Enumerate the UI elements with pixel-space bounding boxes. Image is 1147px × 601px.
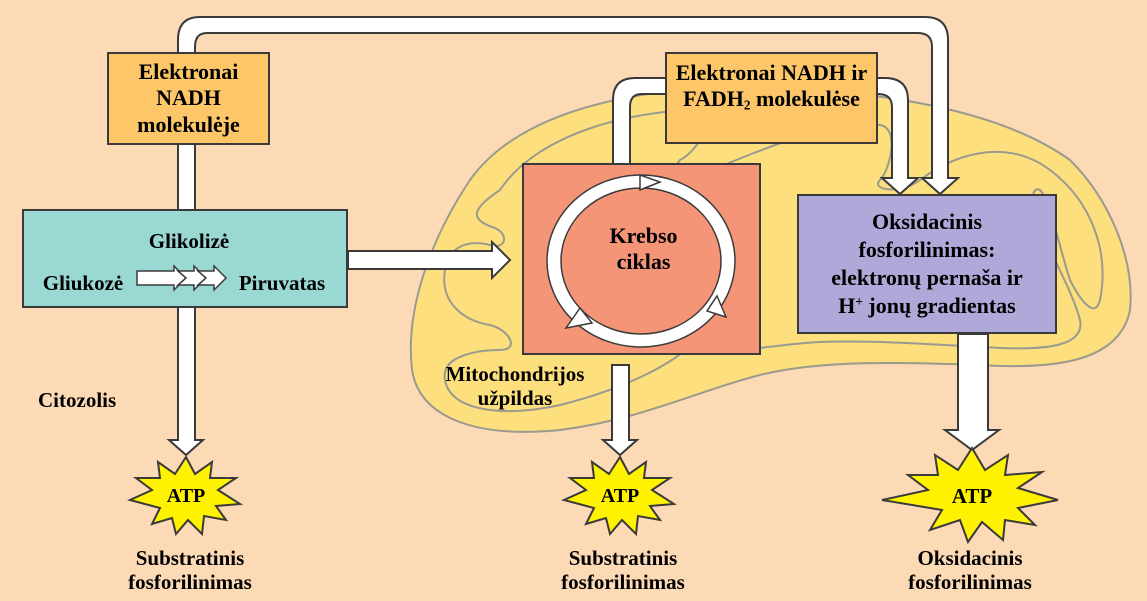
krebs-label: Krebso ciklas (609, 223, 678, 275)
oxphos-box: Oksidacinis fosforilinimas: elektronų pe… (797, 194, 1057, 334)
nadh-cytosol-box: Elektronai NADH molekulėje (107, 52, 270, 145)
pipe-krebs-to-oxphos (612, 77, 921, 196)
krebs-box: Krebso ciklas (522, 163, 761, 355)
glycolysis-steps-arrows (136, 264, 228, 292)
glycolysis-to: Piruvatas (238, 271, 326, 295)
atp-label-1: ATP (166, 485, 206, 507)
glycolysis-from: Gliukozė (42, 271, 124, 295)
nadh-fadh-line2: FADH2 molekulėse (683, 86, 860, 113)
arrow-glycolysis-to-krebs (347, 239, 512, 281)
pipe-nadh-cytosol-to-oxphos (177, 16, 961, 401)
arrow-glycolysis-to-atp (166, 289, 206, 457)
matrix-label: Mitochondrijos užpildas (445, 362, 585, 411)
krebs-arrowhead-right (705, 294, 728, 319)
nadh-cytosol-line3: molekulėje (137, 111, 240, 137)
arrow-oxphos-to-atp (941, 333, 1003, 452)
krebs-arrowhead-left (564, 306, 594, 330)
atp-label-2: ATP (600, 485, 640, 507)
atp-star-1 (127, 455, 244, 537)
nadh-fadh-line1: Elektronai NADH ir (675, 60, 868, 85)
glycolysis-box: Glikolizė Gliukozė Piruvatas (22, 209, 348, 308)
krebs-arrowhead-top (639, 173, 663, 192)
atp-caption-3: Oksidacinis fosforilinimas (908, 546, 1032, 595)
nadh-cytosol-line1: Elektronai (138, 58, 239, 84)
glycolysis-title: Glikolizė (148, 229, 230, 253)
atp-star-3 (881, 446, 1059, 545)
oxphos-line1: Oksidacinis (871, 208, 983, 234)
krebs-cycle-ring (546, 173, 736, 348)
arrow-krebs-to-atp (600, 364, 640, 457)
oxphos-line3: elektronų pernaša ir (831, 265, 1023, 290)
oxphos-line2: fosforilinimas: (858, 236, 996, 262)
atp-star-2 (561, 455, 678, 537)
atp-caption-1: Substratinis fosforilinimas (128, 546, 252, 595)
atp-caption-2: Substratinis fosforilinimas (561, 546, 685, 595)
nadh-cytosol-line2: NADH (156, 85, 221, 111)
nadh-fadh-box: Elektronai NADH ir FADH2 molekulėse (665, 52, 878, 144)
cytosol-label: Citozolis (38, 388, 117, 412)
oxphos-line4: H+ jonų gradientas (838, 293, 1016, 319)
atp-label-3: ATP (951, 484, 993, 508)
